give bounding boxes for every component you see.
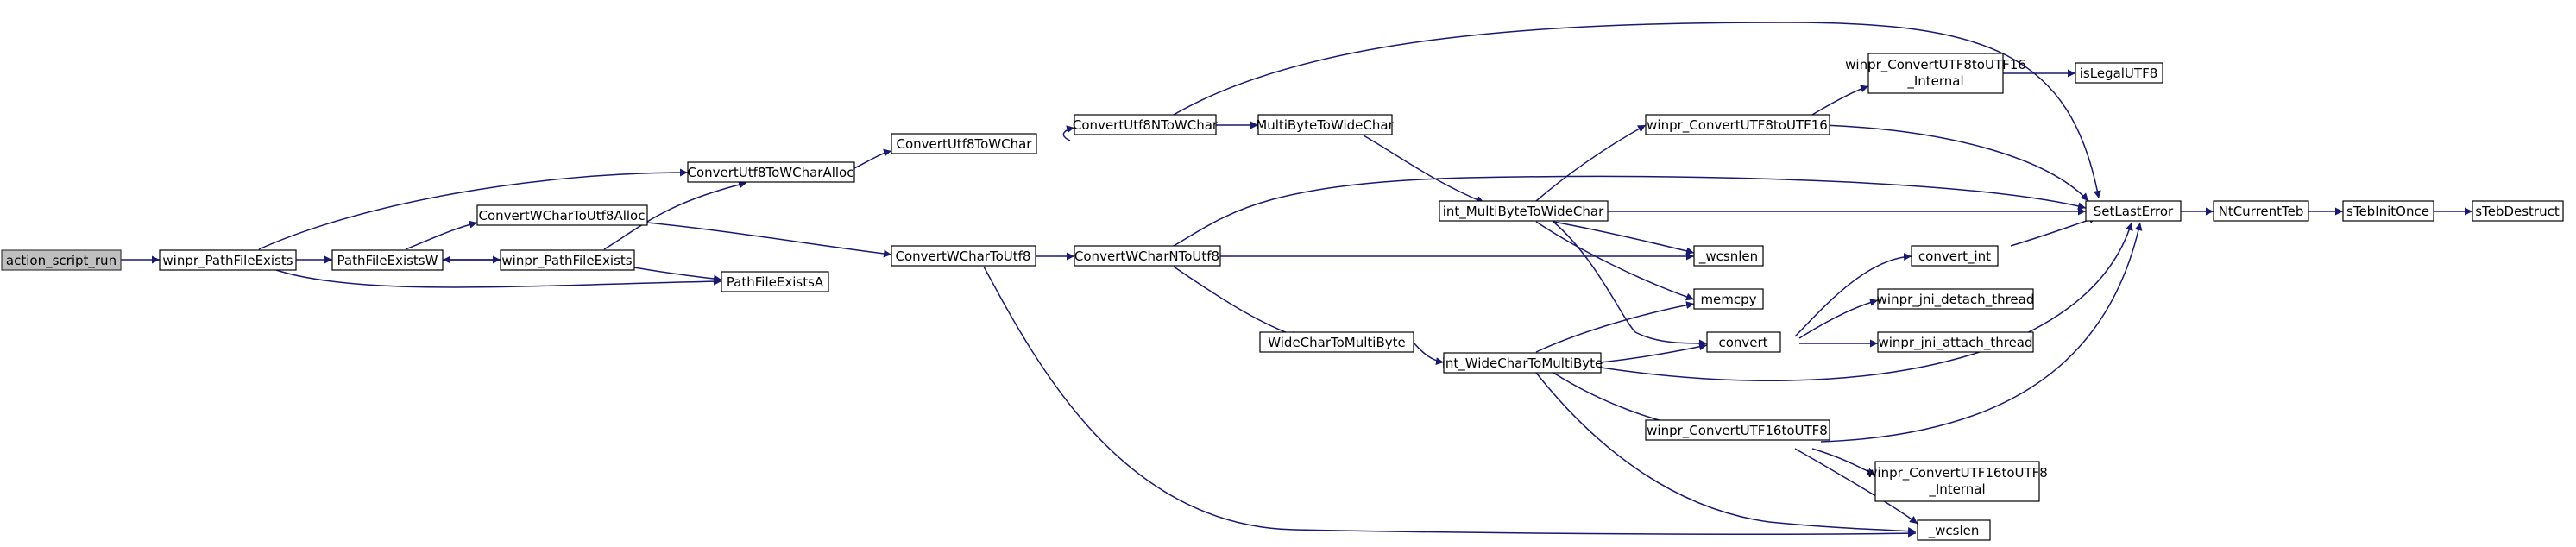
node-memcpy[interactable]: memcpy [1693, 288, 1764, 310]
edges [121, 22, 2472, 538]
node-ConvertWCharToUtf8[interactable]: ConvertWCharToUtf8 [891, 245, 1036, 267]
node-label: ConvertWCharToUtf8Alloc [479, 208, 646, 223]
node-label: WideCharToMultiByte [1268, 335, 1406, 350]
edge-winpr_PathFileExists2-PathFileExistsA [633, 267, 722, 283]
edge-winpr_ConvertUTF16toUTF8-wcslen [1794, 448, 1918, 525]
node-label: ConvertUtf8NToWChar [1073, 117, 1219, 133]
node-label: winpr_ConvertUTF8toUTF16 [1845, 57, 2026, 73]
node-label: winpr_jni_detach_thread [1877, 292, 2035, 308]
node-label: sTebInitOnce [2346, 204, 2429, 219]
edge-winpr_ConvertUTF16toUTF8-SetLastError [1820, 222, 2143, 443]
node-label: _wcslen [1928, 523, 1980, 539]
edge-int_WideCharToMultiByte-SetLastError [1600, 222, 2133, 381]
node-label: winpr_ConvertUTF16toUTF8 [1647, 423, 1828, 439]
node-label: ConvertUtf8ToWCharAlloc [688, 165, 854, 180]
node-label: winpr_jni_attach_thread [1878, 335, 2032, 351]
edge-convert-winpr_jni_detach_thread [1798, 298, 1879, 339]
edge-MultiByteToWideChar-int_MultiByteToWideChar [1363, 135, 1485, 204]
node-label: PathFileExistsW [337, 253, 438, 268]
node-label: isLegalUTF8 [2080, 66, 2158, 81]
edge-int_WideCharToMultiByte-memcpy [1535, 301, 1695, 353]
node-winpr_jni_detach_thread[interactable]: winpr_jni_detach_thread [1877, 288, 2035, 310]
node-SetLastError[interactable]: SetLastError [2085, 200, 2182, 222]
node-label: int_MultiByteToWideChar [1443, 204, 1604, 220]
node-ConvertWCharNToUtf8[interactable]: ConvertWCharNToUtf8 [1074, 245, 1221, 267]
node-_wcsnlen[interactable]: _wcsnlen [1693, 245, 1764, 267]
edge-int_MultiByteToWideChar-winpr_ConvertUTF8toUTF16 [1535, 124, 1647, 202]
node-winpr_ConvertUTF8toUTF16_Internal[interactable]: winpr_ConvertUTF8toUTF16 _Internal [1845, 53, 2026, 94]
edge-winpr_PathFileExists-ConvertUtf8ToWCharAlloc [258, 168, 689, 250]
node-label: _Internal [1906, 73, 1963, 90]
node-sTebDestruct[interactable]: sTebDestruct [2472, 200, 2564, 222]
edge-int_MultiByteToWideChar-wcsnlen [1553, 221, 1695, 255]
node-ConvertUtf8ToWCharAlloc[interactable]: ConvertUtf8ToWCharAlloc [687, 161, 855, 183]
node-ConvertUtf8NToWChar[interactable]: ConvertUtf8NToWChar [1073, 114, 1219, 135]
node-label: MultiByteToWideChar [1256, 117, 1394, 133]
edge-convert_int-SetLastError [2010, 216, 2098, 247]
node-int_MultiByteToWideChar[interactable]: int_MultiByteToWideChar [1439, 200, 1609, 222]
node-MultiByteToWideChar[interactable]: MultiByteToWideChar [1256, 114, 1395, 135]
edge-int_MultiByteToWideChar-convert [1553, 221, 1708, 348]
edge-ConvertUtf8NToWChar-SetLastError [1173, 22, 2101, 199]
node-isLegalUTF8[interactable]: isLegalUTF8 [2075, 62, 2163, 84]
node-winpr_ConvertUTF16toUTF8[interactable]: winpr_ConvertUTF16toUTF8 [1645, 419, 1830, 441]
edge-ConvertWCharNToUtf8-WideCharToMultiByte [1173, 266, 1300, 339]
edge-winpr_PathFileExists2-ConvertUtf8ToWCharAlloc [603, 180, 747, 250]
edge-winpr_ConvertUTF16toUTF8-winpr_ConvertUTF16toUTF8_Internal [1811, 448, 1876, 475]
node-convert[interactable]: convert [1706, 331, 1781, 353]
edge-int_WideCharToMultiByte-convert [1600, 343, 1708, 363]
node-label: PathFileExistsA [727, 274, 824, 290]
edge-winpr_ConvertUTF8toUTF16-winpr_ConvertUTF8toUTF16_Internal [1811, 85, 1869, 116]
node-label: ConvertWCharToUtf8 [896, 248, 1031, 264]
edge-convert-convert_int [1794, 253, 1912, 337]
node-label: NtCurrentTeb [2219, 204, 2304, 219]
node-PathFileExistsA[interactable]: PathFileExistsA [721, 271, 829, 292]
node-label: convert_int [1918, 248, 1991, 265]
node-label: SetLastError [2094, 204, 2174, 219]
node-label: memcpy [1700, 292, 1756, 307]
node-int_WideCharToMultiByte[interactable]: int_WideCharToMultiByte [1442, 352, 1603, 374]
node-label: ConvertUtf8ToWChar [897, 136, 1033, 152]
node-label: _wcsnlen [1698, 248, 1758, 265]
node-label: winpr_PathFileExists [162, 253, 293, 269]
edge-ConvertWCharToUtf8Alloc-ConvertWCharToUtf8 [646, 222, 892, 258]
node-action_script_run[interactable]: action_script_run [1, 249, 122, 271]
edge-WideCharToMultiByte-int_WideCharToMultiByte [1413, 342, 1445, 366]
node-winpr_ConvertUTF16toUTF8_Internal[interactable]: winpr_ConvertUTF16toUTF8 _Internal [1867, 461, 2048, 502]
node-label: ConvertWCharNToUtf8 [1074, 248, 1219, 264]
edge-winpr_PathFileExists-PathFileExistsA [275, 269, 722, 288]
edge-ConvertUtf8ToWCharAlloc-ConvertUtf8ToWChar [853, 148, 892, 169]
node-_wcslen[interactable]: _wcslen [1917, 519, 1991, 541]
node-winpr_ConvertUTF8toUTF16[interactable]: winpr_ConvertUTF8toUTF16 [1645, 114, 1830, 135]
node-label: winpr_ConvertUTF8toUTF16 [1647, 117, 1828, 134]
node-winpr_PathFileExists-2[interactable]: winpr_PathFileExists [500, 249, 635, 271]
node-winpr_PathFileExists[interactable]: winpr_PathFileExists [159, 249, 297, 271]
node-label: int_WideCharToMultiByte [1442, 355, 1603, 372]
edge-int_WideCharToMultiByte-wcslen [1535, 372, 1917, 536]
edge-ConvertWCharNToUtf8-SetLastError [1173, 175, 2087, 247]
edge-ConvertWCharToUtf8-wcslen [983, 266, 1917, 538]
node-label: action_script_run [6, 253, 117, 269]
node-winpr_jni_attach_thread[interactable]: winpr_jni_attach_thread [1877, 331, 2034, 353]
edge-int_MultiByteToWideChar-memcpy [1535, 221, 1695, 301]
node-convert_int[interactable]: convert_int [1911, 245, 1999, 267]
node-ConvertWCharToUtf8Alloc[interactable]: ConvertWCharToUtf8Alloc [476, 204, 648, 226]
node-WideCharToMultiByte[interactable]: WideCharToMultiByte [1259, 331, 1414, 353]
node-sTebInitOnce[interactable]: sTebInitOnce [2342, 200, 2434, 222]
node-ConvertUtf8ToWChar[interactable]: ConvertUtf8ToWChar [891, 133, 1037, 154]
node-label: winpr_PathFileExists [501, 253, 632, 269]
node-label: _Internal [1928, 481, 1985, 498]
edge-winpr_ConvertUTF8toUTF16-SetLastError [1820, 124, 2089, 202]
node-label: winpr_ConvertUTF16toUTF8 [1867, 465, 2048, 481]
node-label: convert [1718, 335, 1767, 350]
node-NtCurrentTeb[interactable]: NtCurrentTeb [2213, 200, 2309, 222]
node-PathFileExistsW[interactable]: PathFileExistsW [331, 249, 444, 271]
edge-int_WideCharToMultiByte-winpr_ConvertUTF16toUTF8 [1553, 372, 1691, 431]
edge-PathFileExistsW-ConvertWCharToUtf8Alloc [405, 220, 478, 250]
edge-ConvertUtf8ToWChar-ConvertUtf8NToWChar [1062, 125, 1075, 141]
node-label: sTebDestruct [2475, 204, 2560, 219]
